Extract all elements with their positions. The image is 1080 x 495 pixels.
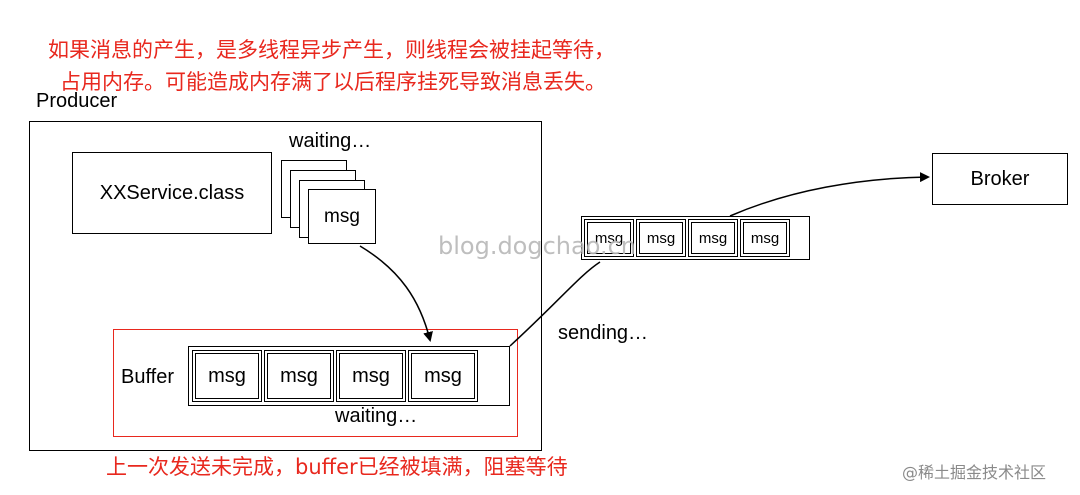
top-note-line2: 占用内存。可能造成内存满了以后程序挂死导致消息丢失。 bbox=[60, 70, 606, 94]
bottom-note: 上一次发送未完成，buffer已经被填满，阻塞等待 bbox=[106, 455, 568, 479]
stack-card-front: msg bbox=[308, 189, 376, 244]
buffer-msg-label: msg bbox=[352, 364, 390, 387]
stack-msg-label: msg bbox=[324, 205, 360, 227]
credit-text: @稀土掘金技术社区 bbox=[902, 463, 1047, 482]
broker-box: Broker bbox=[932, 153, 1068, 205]
buffer-label: Buffer bbox=[121, 366, 174, 388]
arrow-sending-to-broker bbox=[729, 172, 930, 217]
sending-msg-label: msg bbox=[698, 229, 728, 247]
sending-msg-cell: msg bbox=[584, 219, 634, 257]
buffer-msg-cell: msg bbox=[264, 350, 334, 402]
watermark: blog.dogchao.cn bbox=[438, 232, 637, 260]
buffer-msg-label: msg bbox=[424, 364, 462, 387]
waiting-top-label: waiting… bbox=[289, 130, 372, 152]
broker-label: Broker bbox=[970, 167, 1030, 190]
sending-msg-label: msg bbox=[646, 229, 676, 247]
buffer-msg-label: msg bbox=[208, 364, 246, 387]
sending-msg-cell: msg bbox=[688, 219, 738, 257]
buffer-msg-cell: msg bbox=[192, 350, 262, 402]
sending-msg-label: msg bbox=[750, 229, 780, 247]
service-label: XXService.class bbox=[99, 181, 245, 204]
top-note-line1: 如果消息的产生，是多线程异步产生，则线程会被挂起等待， bbox=[48, 38, 615, 62]
sending-label: sending… bbox=[558, 322, 649, 344]
buffer-red-outline bbox=[113, 329, 518, 437]
sending-msg-cell: msg bbox=[740, 219, 790, 257]
buffer-msg-cell: msg bbox=[336, 350, 406, 402]
producer-label: Producer bbox=[36, 90, 118, 112]
buffer-waiting-label: waiting… bbox=[335, 405, 418, 427]
buffer-msg-label: msg bbox=[280, 364, 318, 387]
sending-msg-cell: msg bbox=[636, 219, 686, 257]
service-box: XXService.class bbox=[72, 152, 272, 234]
sending-msg-label: msg bbox=[594, 229, 624, 247]
buffer-msg-cell: msg bbox=[408, 350, 478, 402]
